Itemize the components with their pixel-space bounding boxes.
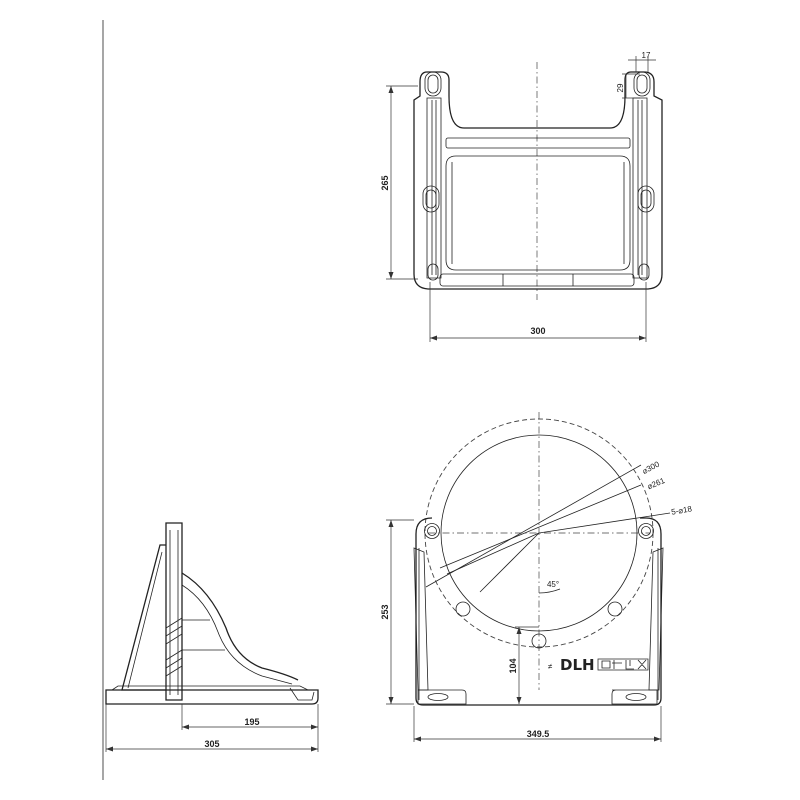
side-view: 195 305 (105, 522, 319, 752)
brand-logo-prefix: ≠ (548, 662, 553, 671)
top-view-left-rib (426, 97, 442, 279)
mounting-hole (427, 526, 437, 536)
dim-label-width: 300 (530, 326, 545, 336)
dim-label-base-width: 349.5 (527, 729, 550, 739)
dim-label-total-height: 253 (380, 604, 390, 619)
hatch-line (165, 617, 183, 645)
pcd-inner-circle (440, 434, 638, 632)
top-view-right-rib (632, 97, 648, 279)
brand-logo-glyphs (601, 659, 647, 670)
hatch-line (165, 649, 183, 677)
leader-pcd-outer (425, 464, 642, 588)
top-view: 265 300 17 29 (380, 51, 663, 342)
mounting-hole (641, 526, 651, 536)
side-view-hatch (165, 617, 183, 677)
mounting-hole (455, 601, 471, 617)
slot (424, 71, 442, 97)
slot (633, 71, 651, 97)
side-view-rib (181, 572, 299, 681)
dim-label-slot-width: 17 (642, 51, 651, 60)
front-view: ⌀300 ⌀261 5-⌀18 45° 253 104 349.5 DLH ≠ (380, 412, 693, 742)
right-foot (611, 689, 658, 705)
slot (425, 189, 437, 209)
slot (640, 189, 652, 209)
front-view-flange-inner (418, 548, 659, 700)
side-view-plate (165, 522, 183, 701)
dim-label-height: 265 (380, 175, 390, 190)
mounting-hole (531, 633, 547, 649)
slot (638, 263, 650, 281)
mounting-hole (638, 523, 654, 539)
slot (422, 185, 440, 213)
mounting-holes (424, 523, 654, 649)
slot (427, 263, 439, 281)
brand-logo: DLH ≠ (548, 656, 649, 674)
dim-label-overall: 305 (204, 739, 219, 749)
side-view-base (105, 689, 319, 705)
top-view-bottom-bar (439, 273, 635, 287)
leader-holes-tail (446, 532, 540, 575)
mounting-hole (607, 601, 623, 617)
front-view-flange-outline (415, 517, 662, 706)
dim-label-center-height: 104 (508, 658, 518, 673)
top-view-window-inner (451, 162, 625, 264)
brand-logo-mark (597, 658, 649, 671)
slot (636, 74, 648, 94)
left-foot (417, 689, 467, 705)
angle-line (479, 532, 540, 593)
side-view-rib-edge (182, 619, 225, 651)
leader-holes (538, 512, 671, 534)
side-view-left-gusset-inner (127, 551, 163, 689)
foot-slot (625, 693, 647, 701)
dim-label-inner: 195 (244, 717, 259, 727)
side-view-foot-slot (289, 687, 315, 701)
dim-label-pcd-inner: ⌀261 (646, 476, 667, 491)
leader-pcd-inner (439, 484, 642, 569)
side-view-base-inner (111, 685, 309, 691)
side-view-rib-inner (181, 584, 293, 685)
brand-logo-text: DLH (560, 656, 595, 674)
top-view-window (445, 155, 631, 271)
slot (637, 185, 655, 213)
mounting-hole (424, 523, 440, 539)
foot-slot (427, 693, 449, 701)
top-view-outline (413, 71, 663, 290)
side-view-left-gusset (121, 544, 166, 691)
dim-label-holes: 5-⌀18 (671, 504, 694, 517)
slot (427, 74, 439, 94)
top-view-slots (422, 71, 655, 281)
angle-arc (538, 588, 561, 594)
dim-label-angle: 45° (547, 580, 559, 589)
dim-label-slot-length: 29 (616, 83, 625, 92)
dim-label-pcd-outer: ⌀300 (641, 459, 662, 476)
top-view-top-bar (445, 137, 631, 149)
